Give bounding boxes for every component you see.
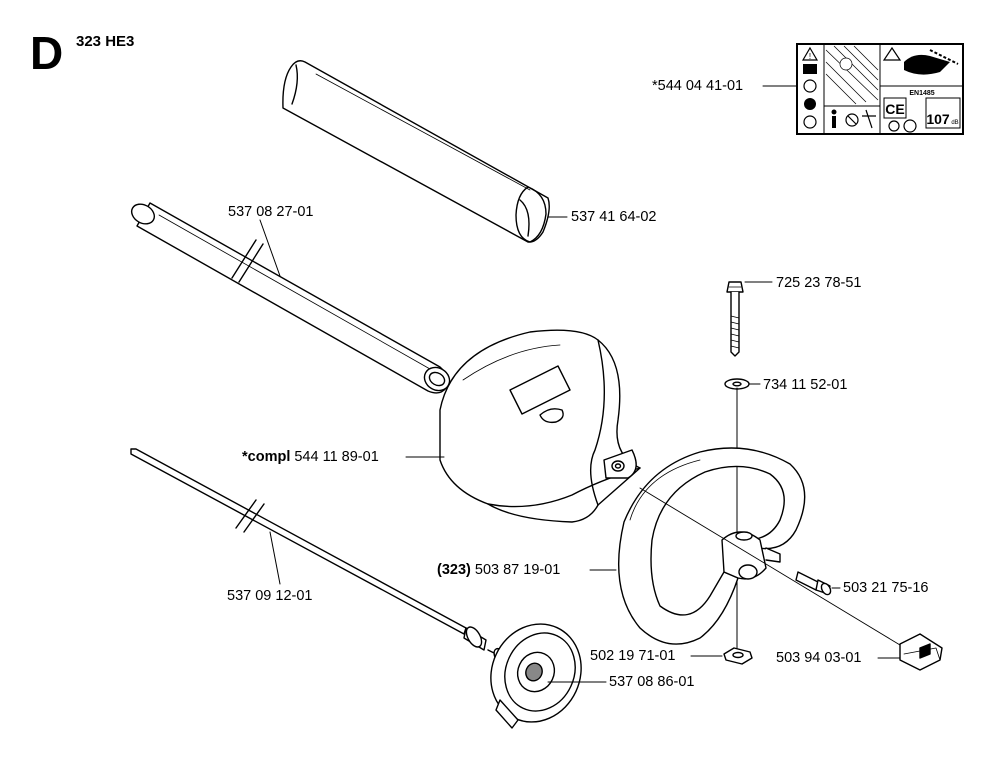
nut-drawing [723, 647, 753, 665]
warning-triangle-icon: ! [801, 46, 819, 61]
ce-mark-icon: CE [883, 97, 907, 119]
part-number: 734 11 52-01 [763, 377, 848, 393]
ear-protection-icon [803, 79, 817, 93]
drive-shaft-drawing [130, 448, 467, 635]
guard-drawing [439, 329, 641, 523]
decal-drawing: ! EN1485 [796, 43, 964, 135]
part-number: 537 09 12-01 [227, 588, 313, 604]
coupling-drawing [463, 623, 582, 729]
svg-text:!: ! [809, 52, 811, 61]
svg-text:CE: CE [885, 101, 904, 117]
part-number: 503 87 19-01 [470, 562, 561, 578]
decal-noise-unit: dB [951, 120, 958, 126]
part-label-nut: 502 19 71-01 [590, 648, 675, 664]
part-prefix: *compl [242, 449, 291, 465]
person-icon [831, 109, 876, 129]
handle-drawing [618, 447, 806, 645]
part-label-guard: *compl 544 11 89-01 [242, 449, 379, 465]
part-label-tube-cover: 537 41 64-02 [571, 209, 656, 225]
part-label-screw: 503 21 75-16 [843, 580, 928, 596]
tube-cover-drawing [282, 60, 550, 243]
noise-level-icon: 107 dB [925, 97, 961, 129]
leader-lines [259, 85, 901, 683]
part-number: 537 08 27-01 [228, 204, 314, 220]
part-label-bolt: 725 23 78-51 [776, 275, 861, 291]
part-number: 537 41 64-02 [571, 209, 657, 225]
part-label-handle-clip: 503 94 03-01 [776, 650, 861, 666]
part-label-shaft-tube: 537 08 27-01 [228, 204, 313, 220]
part-prefix: (323) [437, 562, 471, 578]
part-label-washer: 734 11 52-01 [763, 377, 847, 393]
screw-drawing [795, 571, 832, 596]
part-number: *544 04 41-01 [652, 78, 744, 94]
part-number: 503 21 75-16 [843, 580, 929, 596]
certification-icon [888, 119, 917, 133]
shaft-tube-drawing [130, 202, 451, 394]
hand-hazard-icon [882, 46, 959, 75]
part-label-coupling: 537 08 86-01 [609, 674, 694, 690]
part-number: 502 19 71-01 [590, 648, 676, 664]
decal-standard-text: EN1485 [909, 90, 934, 97]
part-number: 503 94 03-01 [776, 650, 862, 666]
bolt-drawing [726, 281, 744, 357]
part-label-drive-shaft: 537 09 12-01 [227, 588, 312, 604]
glove-icon [803, 115, 817, 129]
eye-protection-icon [804, 98, 816, 110]
decal-noise-level: 107 [926, 111, 950, 127]
part-number: 537 08 86-01 [609, 674, 695, 690]
section-letter: D [30, 27, 64, 79]
model-title: 323 HE3 [76, 33, 135, 50]
hazard-hatch-icon [825, 45, 879, 105]
part-label-handle: (323) 503 87 19-01 [437, 562, 560, 578]
part-number: 544 11 89-01 [290, 449, 379, 465]
part-number: 725 23 78-51 [776, 275, 862, 291]
manual-icon [803, 64, 817, 74]
handle-clip-drawing [899, 633, 943, 671]
part-label-decal: *544 04 41-01 [652, 78, 743, 94]
